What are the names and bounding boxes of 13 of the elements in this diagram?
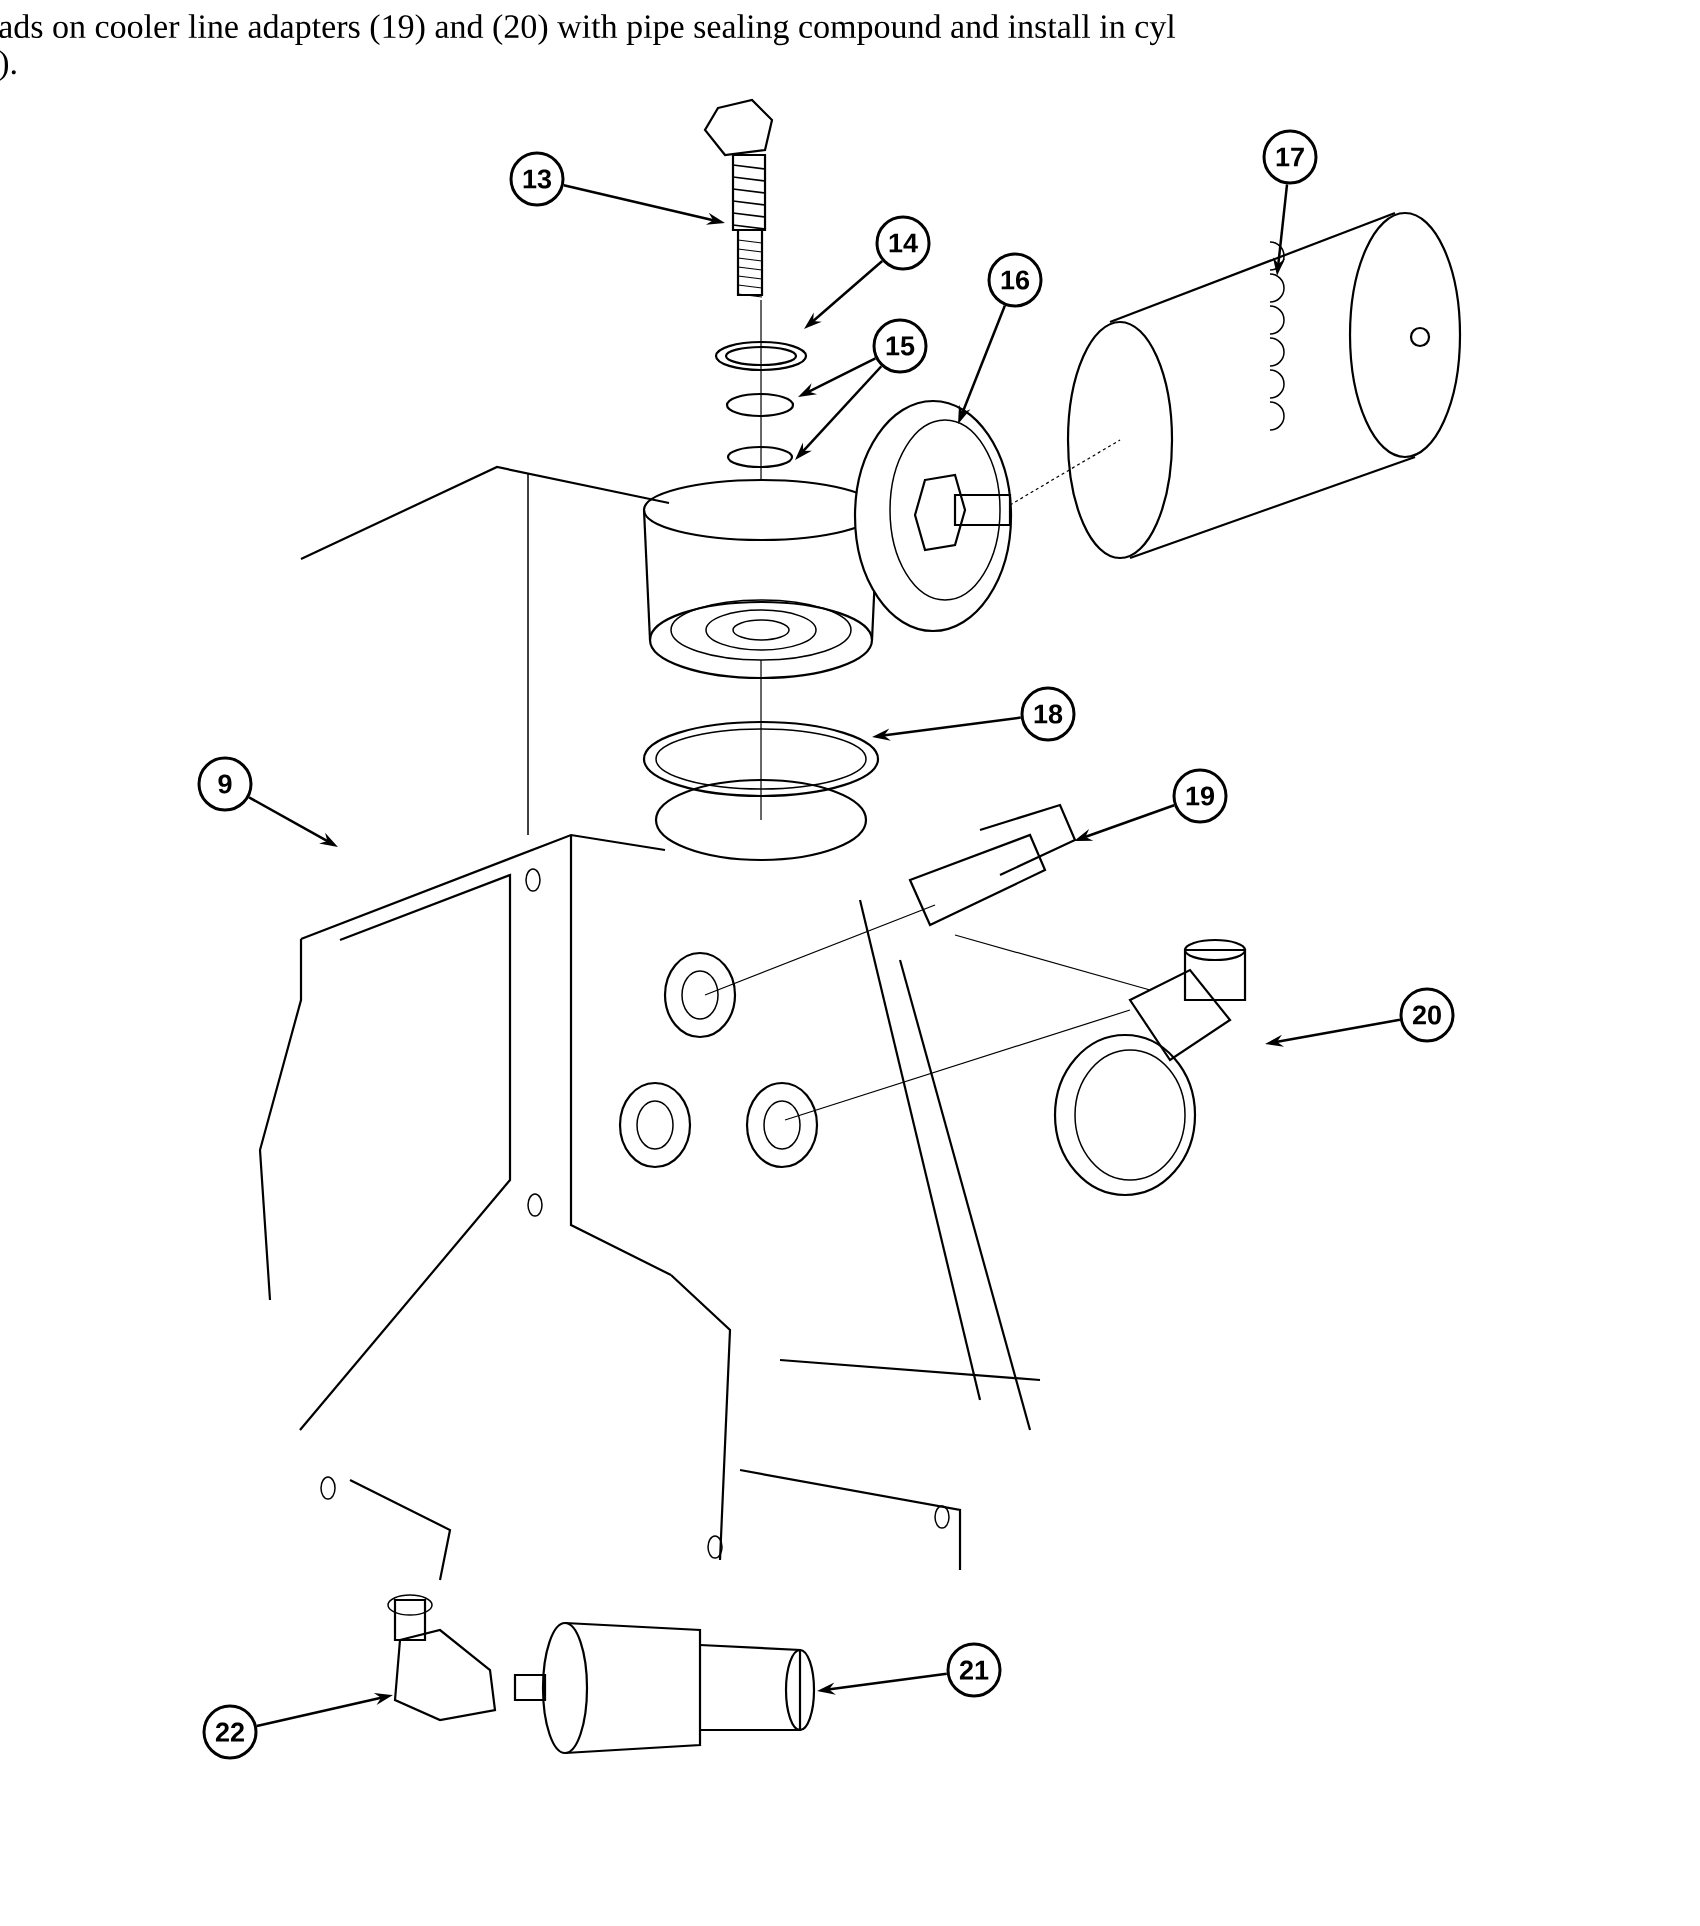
- callout-number: 18: [1020, 686, 1076, 742]
- callout-number: 21: [946, 1642, 1002, 1698]
- callout-number: 20: [1399, 987, 1455, 1043]
- callout-number: 9: [197, 756, 253, 812]
- callout-number: 13: [509, 151, 565, 207]
- instruction-text: ).: [0, 50, 16, 82]
- callout-number: 17: [1262, 129, 1318, 185]
- instruction-text: ads on cooler line adapters (19) and (20) with pipe sealing compound and install in cyl: [0, 14, 1176, 46]
- callout-number: 14: [875, 215, 931, 271]
- callout-number: 22: [202, 1704, 258, 1760]
- callout-number: 19: [1172, 768, 1228, 824]
- callout-number: 16: [987, 252, 1043, 308]
- callout-number: 15: [872, 318, 928, 374]
